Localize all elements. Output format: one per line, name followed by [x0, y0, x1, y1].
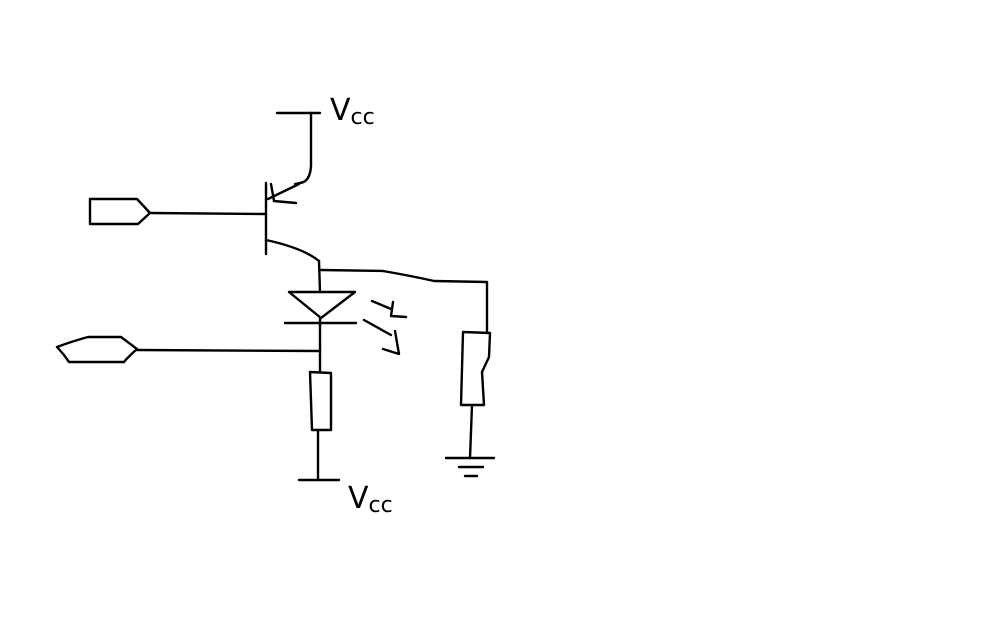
resistor-to-ground-wire	[468, 403, 474, 460]
vcc-top-label-main: V	[330, 93, 351, 128]
led-light-arrow-lower-icon	[362, 318, 401, 356]
second-input-connector	[55, 335, 139, 364]
vcc-bottom-label-sub: cc	[369, 493, 393, 518]
second-input-wire	[135, 348, 322, 353]
led-light-arrow-upper-icon	[370, 299, 408, 319]
base-input-connector	[88, 197, 152, 226]
vcc-top-label-sub: cc	[351, 105, 375, 130]
branch-wire-right	[319, 268, 489, 335]
vcc-top-label: Vcc	[330, 93, 375, 130]
transistor-emitter-arrow-icon	[269, 182, 298, 205]
circuit-strokes	[55, 111, 496, 482]
collector-node-wire	[317, 259, 322, 294]
transistor-collector-line	[264, 238, 321, 263]
base-input-wire	[148, 211, 268, 216]
lower-resistor-icon	[308, 370, 333, 432]
led-diode-icon	[287, 290, 357, 320]
vcc-top-supply-wire	[293, 111, 313, 186]
vcc-bottom-label-main: V	[348, 481, 369, 516]
ground-icon	[444, 456, 496, 478]
vcc-bottom-label: Vcc	[348, 481, 393, 518]
right-resistor-icon	[459, 330, 492, 407]
